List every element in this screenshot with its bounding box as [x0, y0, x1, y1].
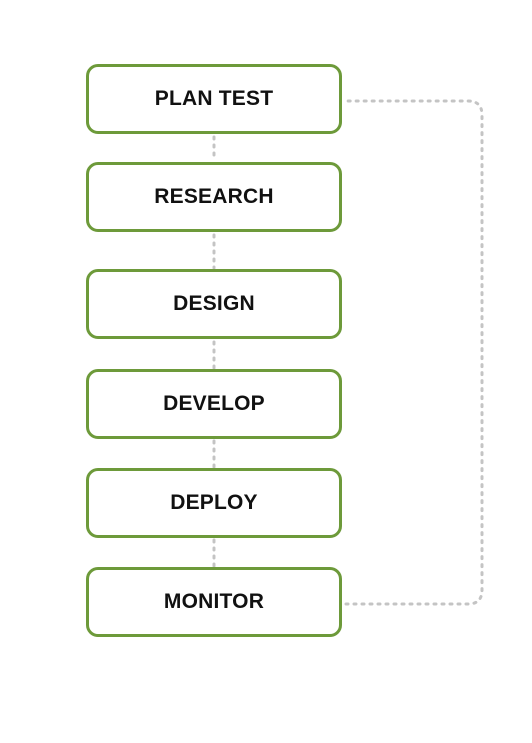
step-research: RESEARCH [86, 162, 342, 232]
step-design: DESIGN [86, 269, 342, 339]
step-label: DESIGN [173, 292, 255, 315]
step-label: DEPLOY [170, 491, 258, 514]
step-label: DEVELOP [163, 392, 265, 415]
feedback-loop-connector [344, 99, 484, 606]
step-label: PLAN TEST [154, 87, 274, 110]
step-develop: DEVELOP [86, 369, 342, 439]
step-label: MONITOR [163, 590, 265, 613]
step-plan-test: PLAN TEST [86, 64, 342, 134]
step-monitor: MONITOR [86, 567, 342, 637]
step-label: RESEARCH [154, 185, 274, 208]
step-deploy: DEPLOY [86, 468, 342, 538]
